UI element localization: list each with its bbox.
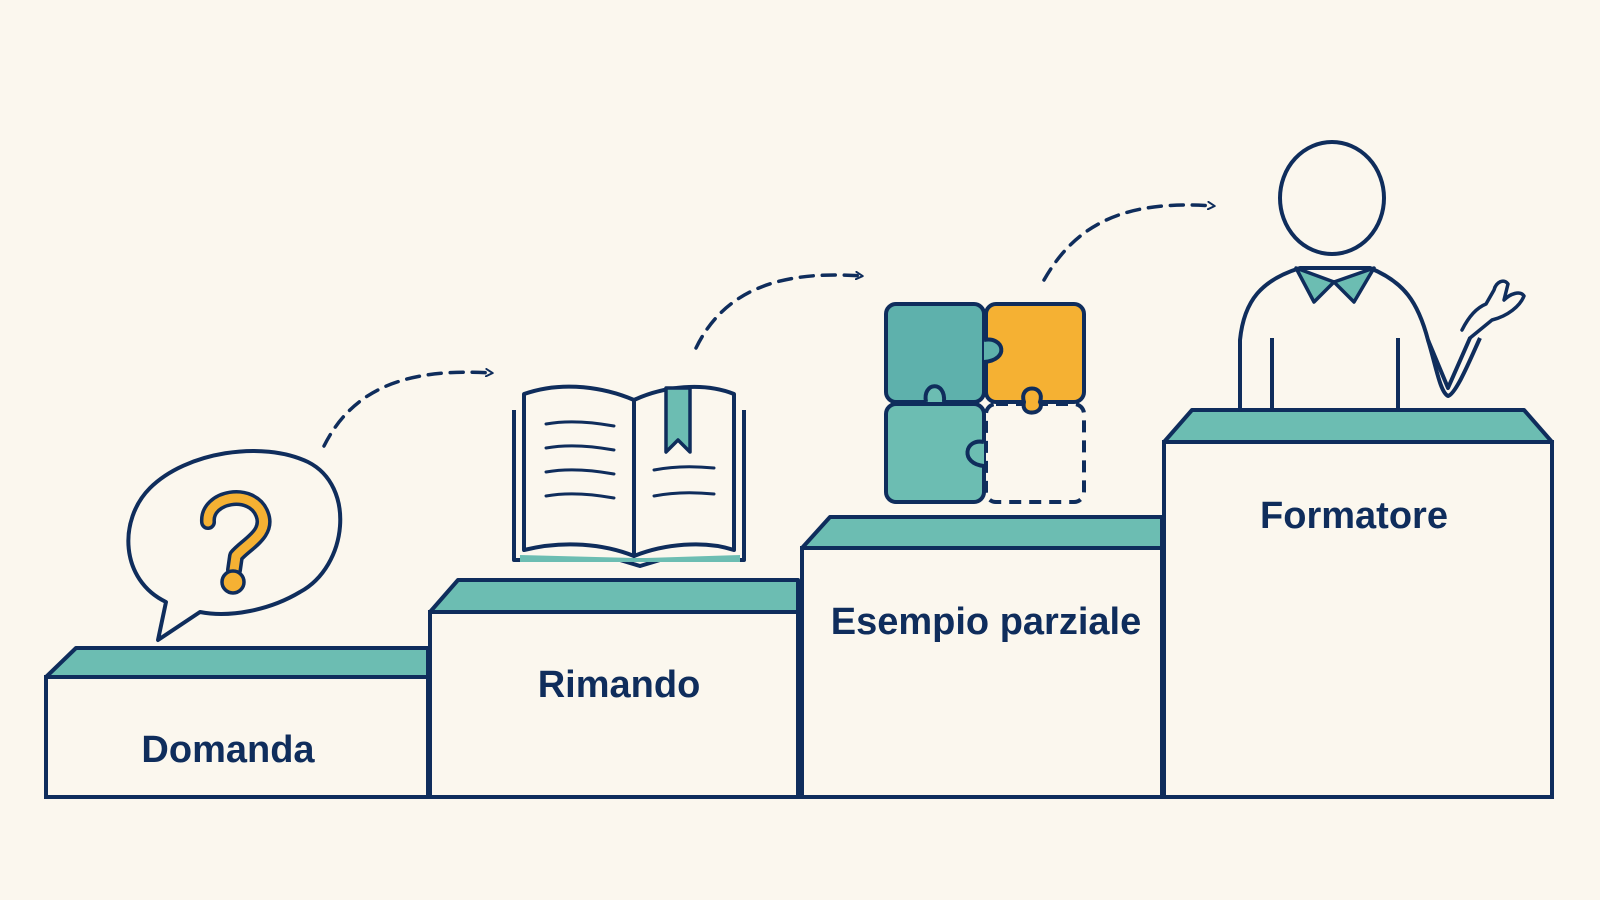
step-esempio-parziale: Esempio parziale bbox=[800, 515, 1164, 799]
arrow-domanda-to-rimando bbox=[322, 372, 494, 448]
puzzle-piece-missing bbox=[984, 402, 1086, 504]
step-label-domanda: Domanda bbox=[141, 729, 315, 771]
step-top-surface bbox=[1162, 408, 1554, 444]
open-book-icon bbox=[512, 384, 746, 568]
step-front-face bbox=[800, 546, 1164, 799]
arrow-rimando-to-esempio bbox=[694, 275, 864, 350]
speech-bubble-question-icon bbox=[126, 448, 343, 642]
person-head bbox=[1278, 140, 1386, 256]
step-label-esempio-parziale: Esempio parziale bbox=[831, 601, 1141, 643]
waving-hand bbox=[1460, 279, 1526, 340]
person-trainer-icon bbox=[1238, 140, 1526, 412]
puzzle-icon bbox=[884, 302, 1086, 504]
step-formatore: Formatore bbox=[1162, 408, 1554, 799]
step-front-face bbox=[44, 675, 430, 799]
arrow-esempio-to-formatore bbox=[1042, 205, 1216, 282]
step-label-rimando: Rimando bbox=[538, 664, 701, 706]
step-rimando: Rimando bbox=[428, 578, 800, 799]
progression-arrows bbox=[322, 205, 1216, 448]
step-top-surface bbox=[428, 578, 800, 614]
step-top-surface bbox=[800, 515, 1164, 550]
step-domanda: Domanda bbox=[44, 646, 430, 799]
step-front-face bbox=[1162, 440, 1554, 799]
step-front-face bbox=[428, 610, 800, 799]
person-collar bbox=[1294, 266, 1376, 304]
step-top-surface bbox=[44, 646, 430, 679]
step-label-formatore: Formatore bbox=[1260, 495, 1448, 537]
